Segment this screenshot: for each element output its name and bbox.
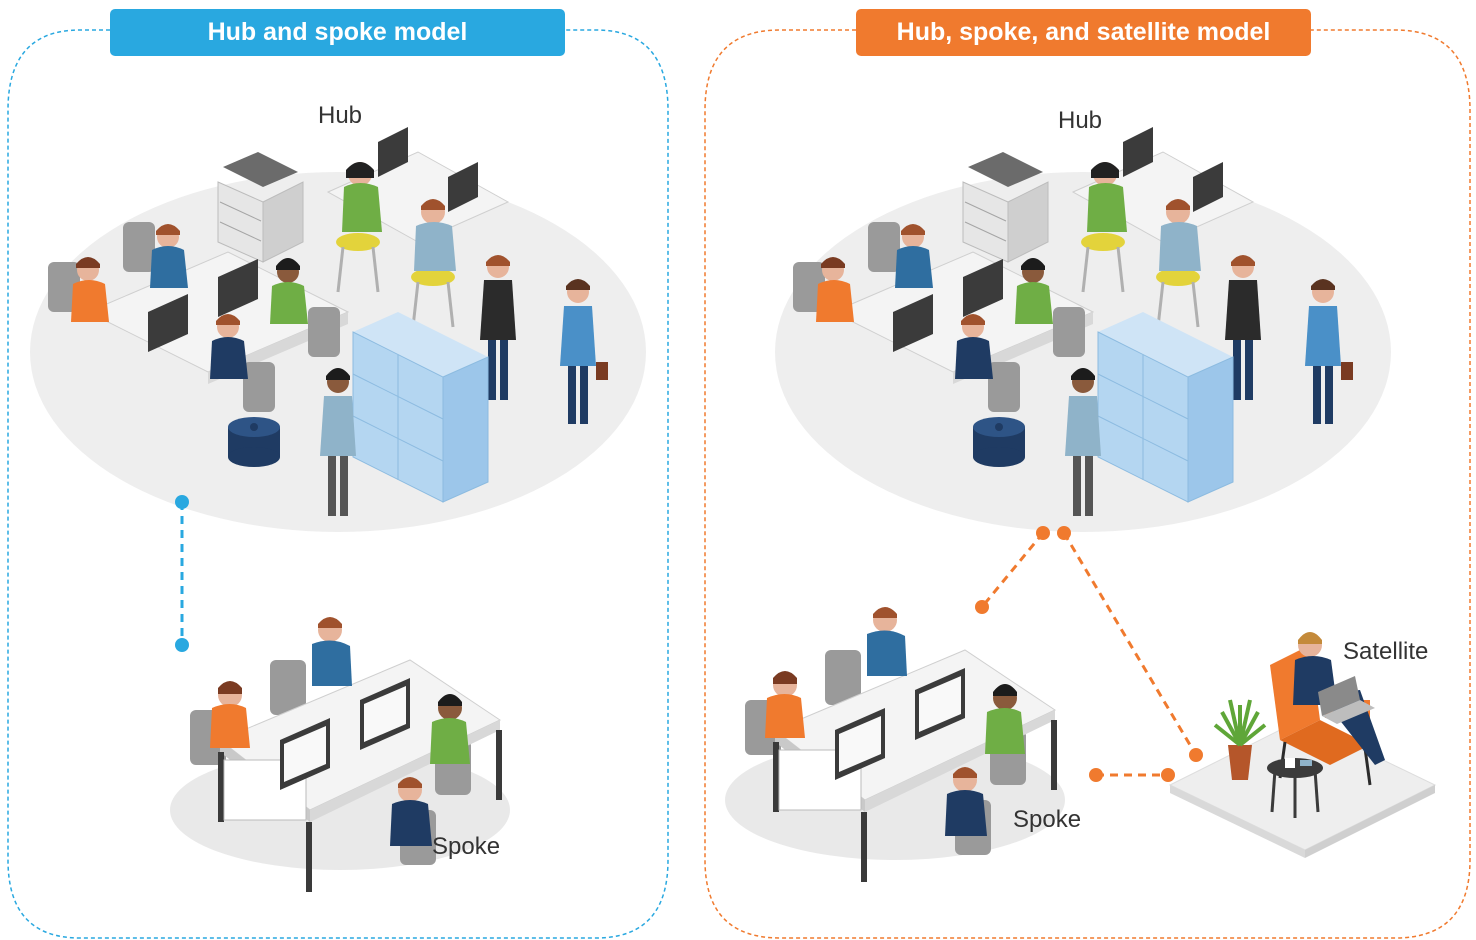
side-table-icon	[1267, 758, 1323, 818]
right-spoke-label: Spoke	[1013, 806, 1082, 833]
plant-icon	[1213, 699, 1267, 780]
hub-dot-left	[1036, 526, 1050, 540]
left-title: Hub and spoke model	[110, 9, 565, 56]
left-hub-label: Hub	[318, 102, 363, 129]
satellite-label: Satellite	[1343, 638, 1429, 665]
left-spoke-label: Spoke	[432, 833, 501, 860]
right-spoke-scene	[724, 606, 1066, 883]
right-hub-scene	[773, 125, 1393, 534]
left-connector-dot-top	[175, 495, 189, 509]
satellite-dot-top	[1189, 748, 1203, 762]
satellite-dot-left	[1161, 768, 1175, 782]
spoke-dot-right	[1089, 768, 1103, 782]
satellite-scene	[1168, 632, 1437, 858]
right-title: Hub, spoke, and satellite model	[856, 9, 1311, 56]
right-frame	[704, 29, 1471, 939]
right-hub-label: Hub	[1058, 107, 1103, 134]
left-frame	[7, 29, 669, 939]
left-hub-scene	[28, 125, 648, 534]
spoke-dot-top	[975, 600, 989, 614]
hub-dot-right	[1057, 526, 1071, 540]
right-connectors	[980, 532, 1198, 777]
left-connector-dot-bottom	[175, 638, 189, 652]
